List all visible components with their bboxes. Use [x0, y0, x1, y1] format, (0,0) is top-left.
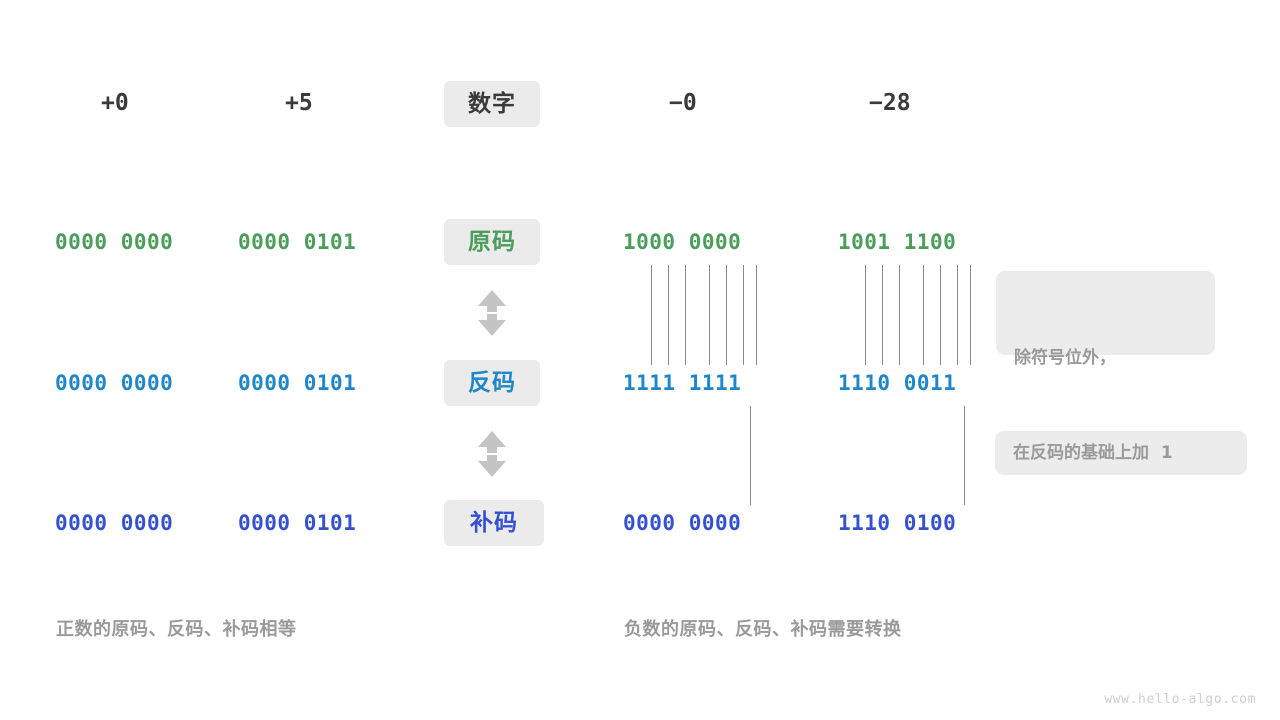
cell-sign-neg-28: 1001 1100 [838, 230, 957, 254]
invert-line [668, 265, 669, 365]
invert-line [882, 265, 883, 365]
caption-negative: 负数的原码、反码、补码需要转换 [624, 619, 902, 640]
cell-twos-neg-28: 1110 0100 [838, 511, 957, 535]
invert-line [756, 265, 757, 365]
double-arrow-icon-bottom [475, 431, 509, 477]
badge-twos-complement: 补码 [444, 500, 544, 546]
cell-ones-pos-five: 0000 0101 [238, 371, 357, 395]
invert-line [923, 265, 924, 365]
invert-line [743, 265, 744, 365]
cell-ones-neg-28: 1110 0011 [838, 371, 957, 395]
note-plus-one: 在反码的基础上加 1 [995, 431, 1247, 475]
cell-twos-pos-zero: 0000 0000 [55, 511, 174, 535]
cell-ones-pos-zero: 0000 0000 [55, 371, 174, 395]
invert-line [865, 265, 866, 365]
cell-sign-neg-zero: 1000 0000 [623, 230, 742, 254]
badge-number: 数字 [444, 81, 540, 127]
cell-sign-pos-zero: 0000 0000 [55, 230, 174, 254]
double-arrow-icon-top [475, 290, 509, 336]
header-plus-zero: +0 [101, 90, 129, 116]
invert-line [940, 265, 941, 365]
invert-line [970, 265, 971, 365]
carry-line [750, 406, 751, 505]
header-minus-28: −28 [869, 90, 911, 116]
watermark: www.hello-algo.com [1104, 692, 1256, 707]
caption-positive: 正数的原码、反码、补码相等 [56, 619, 297, 640]
invert-line [899, 265, 900, 365]
header-plus-five: +5 [285, 90, 313, 116]
cell-sign-pos-five: 0000 0101 [238, 230, 357, 254]
note-invert-line1: 除符号位外， [1014, 348, 1116, 368]
invert-line [685, 265, 686, 365]
badge-sign-magnitude: 原码 [444, 219, 540, 265]
carry-line [964, 406, 965, 505]
invert-line [957, 265, 958, 365]
cell-twos-neg-zero: 0000 0000 [623, 511, 742, 535]
badge-ones-complement: 反码 [444, 360, 540, 406]
invert-line [726, 265, 727, 365]
cell-ones-neg-zero: 1111 1111 [623, 371, 742, 395]
header-minus-zero: −0 [669, 90, 697, 116]
invert-line [651, 265, 652, 365]
note-invert: 除符号位外， 对其余所有位取反 [996, 271, 1215, 458]
cell-twos-pos-five: 0000 0101 [238, 511, 357, 535]
invert-line [709, 265, 710, 365]
